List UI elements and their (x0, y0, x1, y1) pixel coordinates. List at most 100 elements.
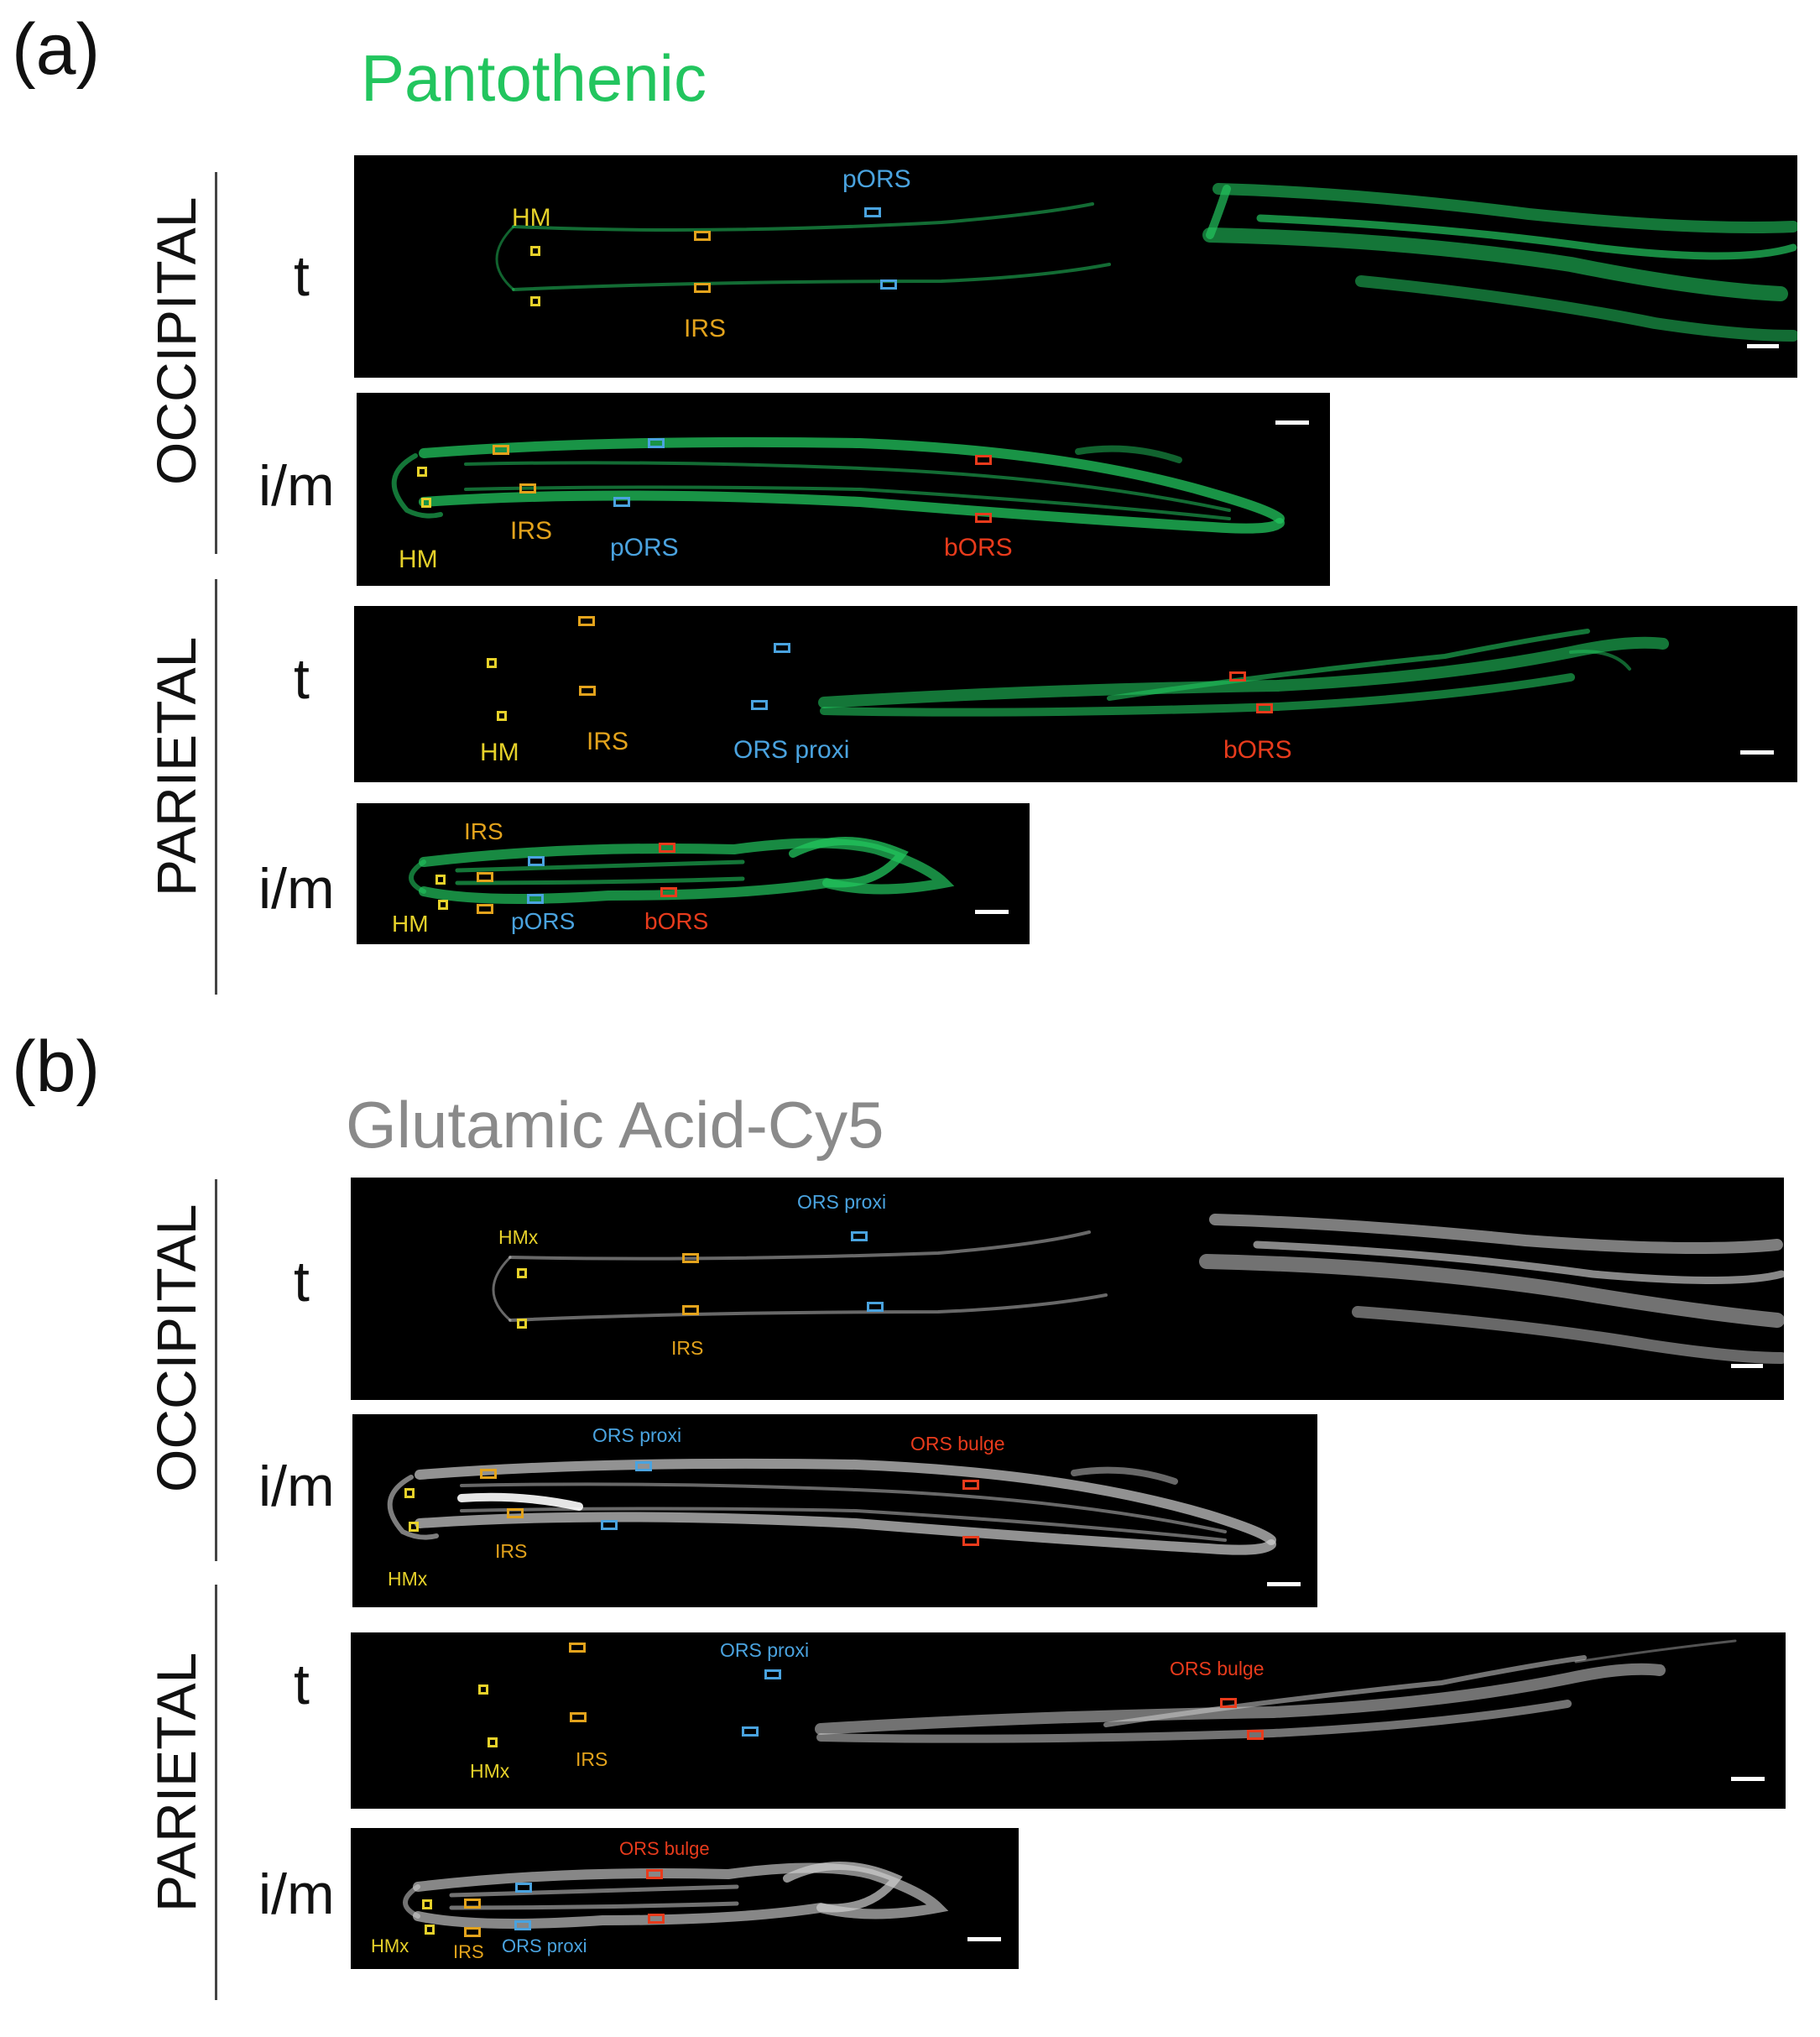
hm-label: HMx (388, 1568, 428, 1590)
hm-marker (488, 1737, 498, 1747)
irs-marker (569, 1643, 586, 1653)
pors-label: pORS (842, 165, 911, 193)
irs-label: IRS (587, 728, 629, 755)
irs-marker (477, 872, 493, 882)
pors-marker (867, 1302, 884, 1312)
hm-label: HMx (470, 1760, 510, 1782)
pors-marker (864, 207, 881, 217)
pors-marker (613, 497, 630, 507)
hm-marker (487, 658, 497, 668)
hm-label: HM (392, 911, 429, 937)
pors-marker (527, 894, 544, 904)
panel-b-occ-im-label: i/m (258, 1455, 335, 1518)
hm-marker (435, 875, 446, 885)
hm-marker (422, 1899, 432, 1909)
hm-marker (497, 711, 507, 721)
panel-b-parietal-im-image: HMx IRS ORS proxi ORS bulge (351, 1828, 1019, 1969)
irs-marker (578, 616, 595, 626)
pors-marker (851, 1231, 868, 1241)
hm-marker (517, 1268, 527, 1278)
pors-label: pORS (610, 534, 679, 561)
panel-a-par-t-label: t (294, 647, 310, 711)
hm-marker (417, 467, 427, 477)
panel-b-parietal-t-image: HMx IRS ORS proxi ORS bulge (351, 1632, 1786, 1809)
hm-marker (425, 1925, 435, 1935)
irs-marker (694, 231, 711, 241)
irs-marker (519, 483, 536, 494)
hm-marker (421, 498, 431, 508)
panel-b-title: Glutamic Acid-Cy5 (346, 1088, 884, 1162)
irs-marker (464, 1899, 481, 1909)
panel-a-par-im-label: i/m (258, 857, 335, 921)
panel-a-occ-t-label: t (294, 244, 310, 308)
irs-marker (493, 445, 509, 455)
hm-label: HM (399, 546, 438, 573)
bors-marker (975, 455, 992, 465)
panel-a-parietal-divider (215, 579, 217, 995)
bors-marker (1220, 1698, 1237, 1708)
hm-marker (530, 246, 540, 256)
irs-label: IRS (671, 1337, 704, 1359)
bors-marker (660, 887, 677, 897)
irs-label: IRS (684, 315, 727, 342)
irs-marker (682, 1253, 699, 1263)
panel-a-occipital-label: OCCIPITAL (145, 196, 207, 485)
pors-marker (514, 1920, 531, 1930)
irs-label: IRS (510, 517, 553, 545)
panel-a-occ-im-label: i/m (258, 454, 335, 518)
hm-label: HMx (498, 1226, 539, 1248)
pors-marker (764, 1669, 781, 1679)
hm-marker (438, 900, 448, 910)
irs-marker (464, 1927, 481, 1937)
irs-marker (507, 1508, 524, 1518)
pors-label: ORS proxi (797, 1191, 887, 1213)
pors-marker (601, 1520, 618, 1530)
panel-b-par-im-label: i/m (258, 1862, 335, 1926)
pors-label: ORS proxi (733, 736, 850, 764)
irs-label: IRS (495, 1540, 528, 1562)
panel-a-label: (a) (12, 9, 101, 90)
pors-marker (742, 1726, 759, 1737)
panel-a-parietal-t-image: HM IRS ORS proxi bORS (354, 606, 1797, 782)
pors-label: ORS proxi (720, 1639, 810, 1661)
hm-marker (517, 1319, 527, 1329)
pors-label: ORS proxi (592, 1424, 682, 1446)
panel-a-occipital-t-image: HM IRS pORS (354, 155, 1797, 378)
pors-label: ORS proxi (502, 1935, 587, 1956)
panel-b-occipital-divider (215, 1179, 217, 1561)
hm-label: HMx (371, 1935, 409, 1956)
pors-marker (635, 1461, 652, 1471)
bors-label: bORS (1223, 736, 1292, 764)
irs-label: IRS (464, 818, 503, 844)
bors-marker (975, 513, 992, 523)
bors-marker (962, 1536, 979, 1546)
bors-marker (646, 1869, 663, 1879)
bors-label: bORS (644, 908, 709, 934)
irs-label: IRS (453, 1941, 484, 1962)
bors-marker (1247, 1730, 1264, 1740)
bors-marker (1229, 671, 1246, 682)
panel-b-occipital-label: OCCIPITAL (145, 1204, 207, 1492)
irs-marker (570, 1712, 587, 1722)
panel-b-parietal-label: PARIETAL (145, 1652, 207, 1912)
pors-marker (648, 438, 665, 448)
pors-marker (528, 856, 545, 866)
hm-marker (404, 1488, 415, 1498)
panel-a-parietal-label: PARIETAL (145, 636, 207, 896)
hm-label: HM (512, 204, 551, 232)
irs-marker (477, 904, 493, 914)
hm-label: HM (480, 739, 519, 766)
panel-b-occipital-im-image: HMx IRS ORS proxi ORS bulge (352, 1414, 1317, 1607)
pors-marker (774, 643, 790, 653)
pors-marker (515, 1883, 532, 1893)
bors-label: bORS (944, 534, 1013, 561)
panel-b-par-t-label: t (294, 1653, 310, 1716)
pors-marker (880, 279, 897, 290)
bors-marker (1256, 703, 1273, 713)
irs-marker (694, 283, 711, 293)
bors-label: ORS bulge (619, 1838, 710, 1859)
bors-marker (648, 1914, 665, 1924)
panel-b-occipital-t-image: HMx IRS ORS proxi (351, 1178, 1784, 1400)
irs-marker (682, 1305, 699, 1315)
pors-label: pORS (511, 908, 576, 934)
